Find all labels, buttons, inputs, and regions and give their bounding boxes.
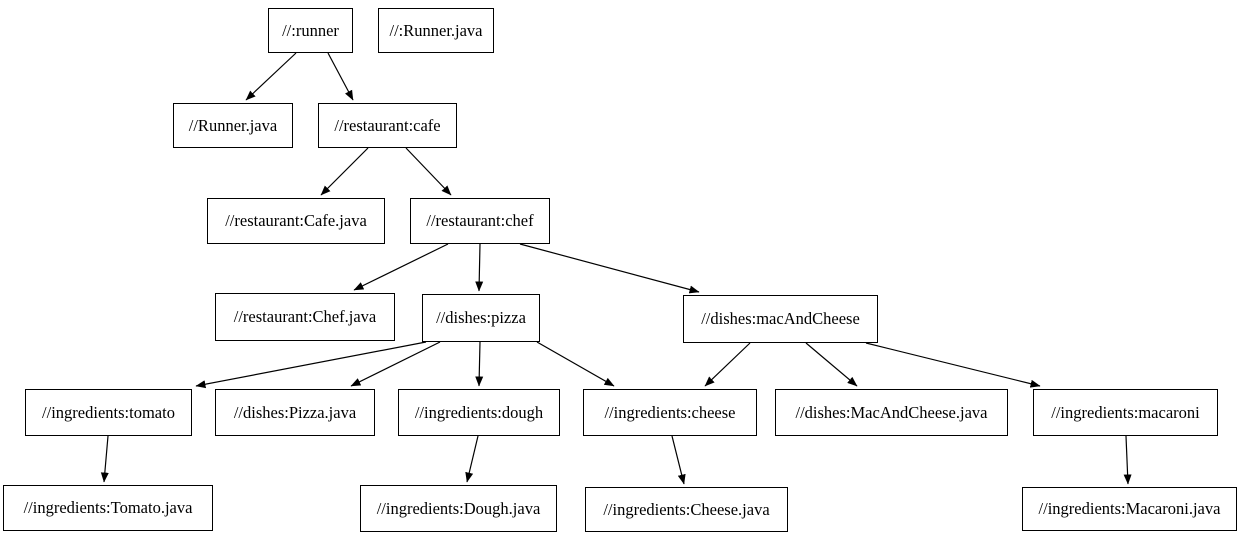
node-dough: //ingredients:dough xyxy=(398,389,560,436)
node-runner-label: //:runner xyxy=(282,20,339,40)
node-cafe: //restaurant:cafe xyxy=(318,103,457,148)
node-mac-and-cheese: //dishes:macAndCheese xyxy=(683,295,878,343)
node-cheese-java-label: //ingredients:Cheese.java xyxy=(603,499,770,519)
edge-pizza-to-cheese xyxy=(536,341,615,387)
edge-mac-and-cheese-to-mac-and-cheese-java xyxy=(805,342,858,387)
node-runner-java: //Runner.java xyxy=(173,103,293,148)
edge-tomato-to-tomato-java xyxy=(100,435,109,483)
node-macaroni-label: //ingredients:macaroni xyxy=(1051,402,1200,422)
node-cafe-label: //restaurant:cafe xyxy=(334,115,441,135)
edge-chef-to-chef-java xyxy=(353,243,449,291)
edge-cafe-to-cafe-java xyxy=(320,147,369,196)
edge-macaroni-to-macaroni-java xyxy=(1123,435,1132,485)
node-chef-java: //restaurant:Chef.java xyxy=(215,293,395,341)
node-cheese: //ingredients:cheese xyxy=(583,389,757,436)
node-cheese-java: //ingredients:Cheese.java xyxy=(585,487,788,532)
edge-cafe-to-chef xyxy=(405,147,452,196)
edge-cheese-to-cheese-java xyxy=(671,435,686,485)
node-pizza-java: //dishes:Pizza.java xyxy=(215,389,375,436)
node-chef-label: //restaurant:chef xyxy=(426,211,534,230)
node-tomato: //ingredients:tomato xyxy=(25,389,192,436)
node-pizza-label: //dishes:pizza xyxy=(436,308,526,327)
edge-mac-and-cheese-to-cheese xyxy=(704,342,751,387)
edge-pizza-to-pizza-java xyxy=(350,341,441,387)
node-runner-java-label: //Runner.java xyxy=(188,115,278,135)
edge-pizza-to-tomato xyxy=(195,341,427,389)
node-runner-java-top-label: //:Runner.java xyxy=(389,20,483,40)
node-macaroni: //ingredients:macaroni xyxy=(1033,389,1218,436)
node-dough-java-label: //ingredients:Dough.java xyxy=(376,498,541,518)
edge-dough-to-dough-java xyxy=(465,435,479,483)
node-tomato-java-label: //ingredients:Tomato.java xyxy=(23,498,193,517)
edge-runner-to-cafe xyxy=(327,52,354,101)
node-dough-java: //ingredients:Dough.java xyxy=(360,485,557,532)
node-macaroni-java-label: //ingredients:Macaroni.java xyxy=(1038,499,1221,518)
edge-runner-to-runner-java xyxy=(245,52,297,101)
node-mac-and-cheese-label: //dishes:macAndCheese xyxy=(701,309,860,328)
node-chef-java-label: //restaurant:Chef.java xyxy=(233,307,377,326)
node-mac-and-cheese-java-label: //dishes:MacAndCheese.java xyxy=(795,402,988,422)
node-dough-label: //ingredients:dough xyxy=(414,402,544,422)
edge-chef-to-pizza xyxy=(475,243,484,292)
node-cafe-java-label: //restaurant:Cafe.java xyxy=(225,211,367,230)
edge-chef-to-mac-and-cheese xyxy=(519,243,700,294)
edge-pizza-to-dough xyxy=(475,341,484,387)
node-pizza-java-label: //dishes:Pizza.java xyxy=(233,402,357,422)
node-tomato-java: //ingredients:Tomato.java xyxy=(3,485,213,531)
node-cheese-label: //ingredients:cheese xyxy=(604,402,736,422)
node-runner-java-top: //:Runner.java xyxy=(378,8,494,53)
node-cafe-java: //restaurant:Cafe.java xyxy=(207,198,385,244)
node-runner: //:runner xyxy=(268,8,353,53)
node-chef: //restaurant:chef xyxy=(410,198,550,244)
node-pizza: //dishes:pizza xyxy=(422,294,540,342)
node-mac-and-cheese-java: //dishes:MacAndCheese.java xyxy=(775,389,1008,436)
edge-mac-and-cheese-to-macaroni xyxy=(865,342,1041,388)
node-tomato-label: //ingredients:tomato xyxy=(42,402,175,422)
node-macaroni-java: //ingredients:Macaroni.java xyxy=(1022,487,1237,531)
